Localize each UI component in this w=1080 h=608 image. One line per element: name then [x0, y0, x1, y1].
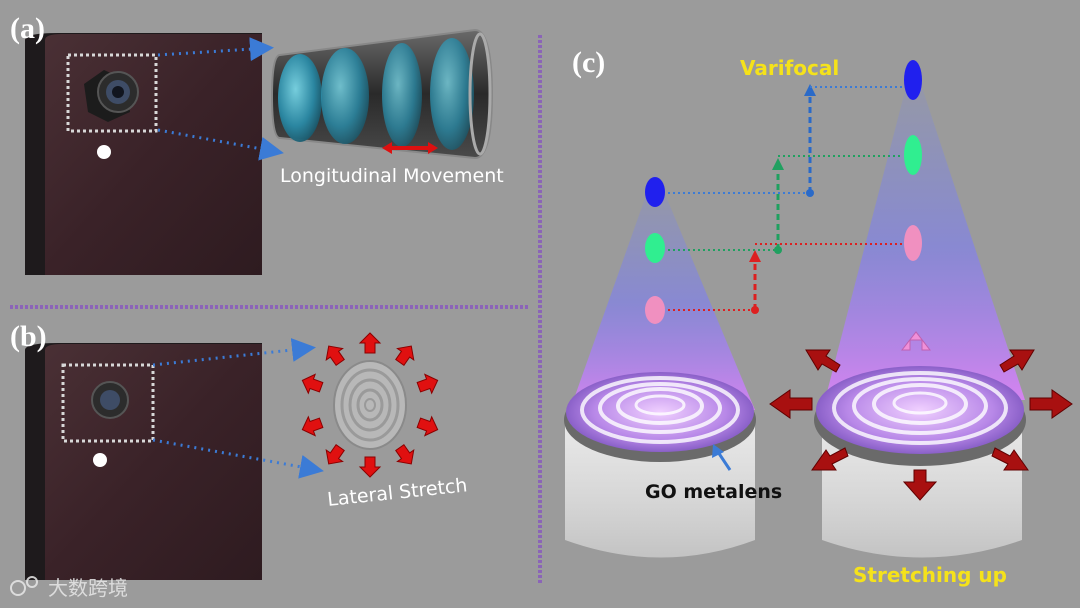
watermark-text: 大数跨境 [48, 576, 128, 600]
light-cone-right-icon [825, 60, 1025, 400]
panel-c: (c) Varifocal [564, 46, 1073, 587]
focus-spot-left-green [645, 233, 665, 263]
panel-a: (a) Longitudinal Movement [10, 12, 504, 275]
movement-arrow-icon [382, 142, 438, 154]
longitudinal-movement-caption: Longitudinal Movement [280, 165, 504, 187]
camera-highlight-box-a [66, 53, 158, 133]
panel-a-label: (a) [10, 12, 45, 45]
watermark: 大数跨境 [10, 576, 128, 600]
watermark-logo-icon [10, 580, 26, 596]
focus-spot-left-blue [645, 177, 665, 207]
focal-shift-guides [668, 84, 902, 314]
go-metalens-caption: GO metalens [645, 481, 782, 503]
stretch-arrows-icon [301, 332, 439, 478]
smartphone-a-icon [45, 34, 262, 275]
flash-a-icon [97, 145, 111, 159]
light-cone-left-icon [570, 170, 755, 410]
metalens-pointer-icon [712, 444, 732, 471]
focus-spot-right-pink [904, 225, 922, 261]
panel-b: (b) Lateral Stretch [10, 320, 468, 580]
metalens-left [564, 372, 756, 558]
varifocal-title: Varifocal [740, 56, 839, 80]
panel-c-label: (c) [572, 46, 605, 79]
camera-lens-b-icon [91, 381, 129, 419]
stretch-arrows-large-icon [769, 331, 1073, 501]
metalens-right [814, 366, 1026, 558]
camera-lens-a-icon [84, 70, 139, 122]
focus-spot-left-pink [645, 296, 665, 324]
focus-spot-right-green [904, 135, 922, 175]
stretching-up-caption: Stretching up [853, 563, 1007, 587]
lateral-stretch-caption: Lateral Stretch [326, 474, 468, 511]
pointer-arrow-b-top [152, 338, 316, 367]
camera-highlight-box-b [61, 363, 155, 443]
focus-spot-right-blue [904, 60, 922, 100]
metalens-small-icon [333, 360, 407, 450]
lens-barrel-icon [270, 28, 494, 160]
panel-b-label: (b) [10, 320, 47, 353]
flash-b-icon [93, 453, 107, 467]
pointer-arrow-a-top [157, 37, 274, 62]
